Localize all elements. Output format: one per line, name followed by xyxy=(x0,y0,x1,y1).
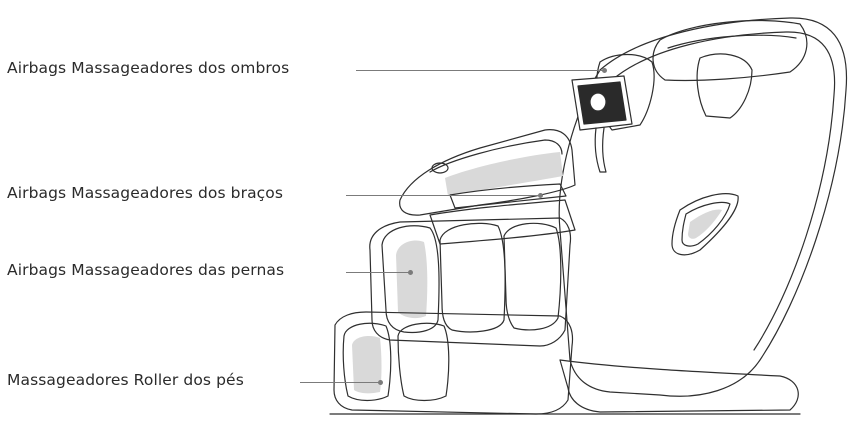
leg-rest xyxy=(369,217,572,347)
leader-line-shoulders xyxy=(356,70,604,71)
callout-label-arms: Airbags Massageadores dos braços xyxy=(7,184,284,202)
armrest-control-button xyxy=(431,162,449,174)
foot-roller-shade xyxy=(352,336,382,394)
foot-roller-right xyxy=(397,322,450,402)
armrest-left-top xyxy=(429,139,563,173)
leader-dot-legs xyxy=(408,269,413,275)
side-vent-inner xyxy=(681,201,731,247)
foot-roller-left xyxy=(342,322,392,402)
backrest-inner-edge xyxy=(611,31,836,351)
side-vent-shade xyxy=(688,209,722,239)
leg-airbag-right xyxy=(503,222,562,331)
foot-rest xyxy=(333,311,574,415)
remote-arm xyxy=(594,127,607,173)
leader-dot-arms xyxy=(538,192,543,198)
side-vent xyxy=(671,193,739,256)
leader-line-arms xyxy=(346,195,540,196)
callout-label-shoulders: Airbags Massageadores dos ombros xyxy=(7,59,290,77)
armrest-airbag-panel xyxy=(445,152,563,196)
leg-airbag-mid xyxy=(439,222,506,333)
arm-airbag xyxy=(449,183,567,209)
leader-line-legs xyxy=(346,272,410,273)
leg-airbag-left-shade xyxy=(396,240,428,319)
headrest-seam xyxy=(667,34,797,49)
leg-airbag-left xyxy=(381,225,440,334)
callout-label-feet: Massageadores Roller dos pés xyxy=(7,371,244,389)
leader-line-feet xyxy=(300,382,380,383)
headrest xyxy=(652,19,808,82)
chair-base xyxy=(559,359,799,413)
remote-knob xyxy=(589,92,607,112)
seat xyxy=(429,199,576,245)
shoulder-airbag-right xyxy=(696,53,753,119)
leader-dot-feet xyxy=(378,379,383,385)
leader-dot-shoulders xyxy=(602,67,607,73)
callout-label-legs: Airbags Massageadores das pernas xyxy=(7,261,285,279)
backrest-shell xyxy=(558,17,848,397)
